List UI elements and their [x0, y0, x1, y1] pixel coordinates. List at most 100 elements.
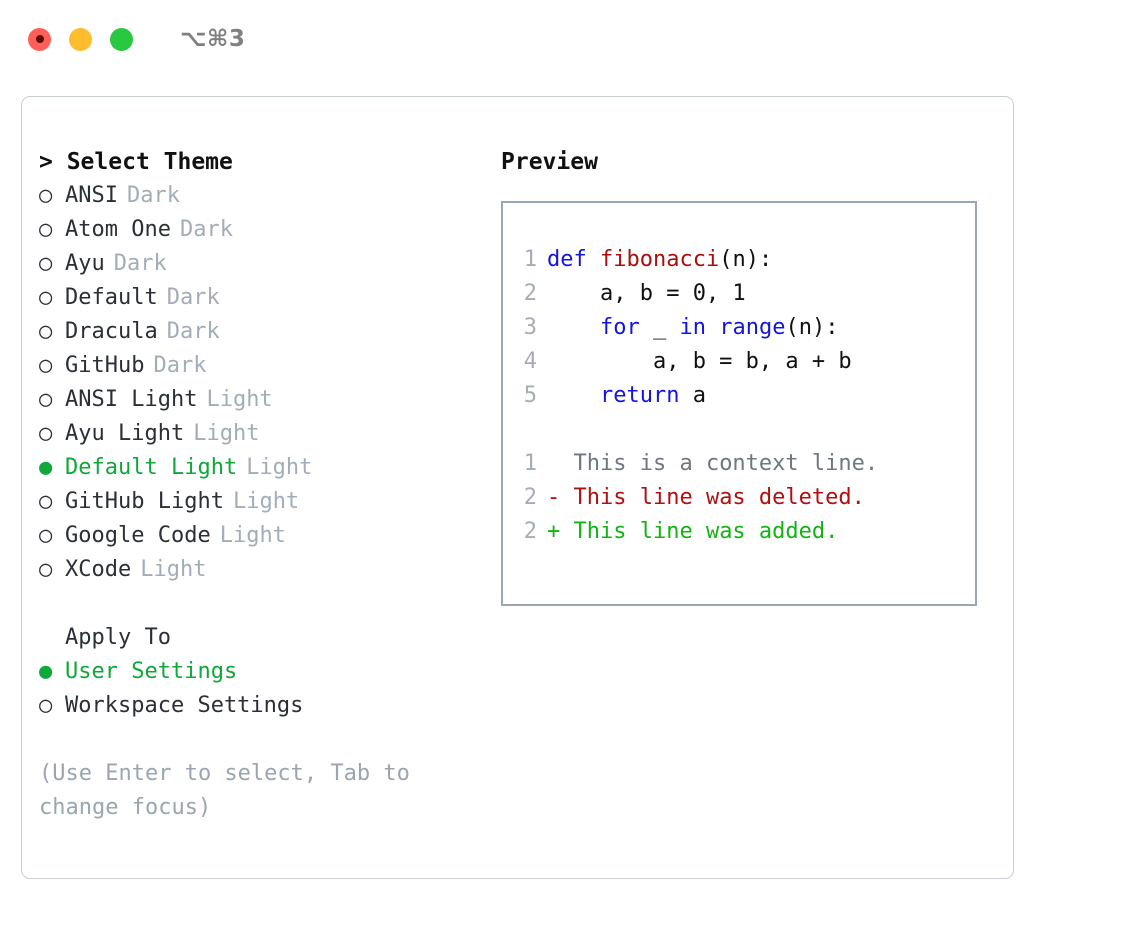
theme-option-label: Ayu Light — [65, 421, 185, 446]
radio-unselected-icon[interactable] — [39, 417, 65, 451]
theme-option-github-dark[interactable]: GitHub Dark — [39, 349, 469, 383]
theme-option-xcode[interactable]: XCode Light — [39, 553, 469, 587]
code-token: in — [679, 315, 706, 340]
radio-unselected-icon[interactable] — [39, 247, 65, 281]
theme-option-ansi-light[interactable]: ANSI Light Light — [39, 383, 469, 417]
theme-list-title: Select Theme — [66, 149, 233, 175]
diff-content: This line was added. — [560, 519, 839, 544]
theme-option-label: Default Light — [65, 455, 238, 480]
apply-to-section-header: Apply To — [39, 621, 469, 655]
preview-panel: 1 def fibonacci(n): 2 a, b = 0, 1 3 for … — [501, 201, 977, 606]
code-token: _ — [639, 315, 680, 340]
code-content: a, b = b, a + b — [547, 345, 852, 379]
code-line: 2 a, b = 0, 1 — [503, 277, 975, 311]
code-token: a — [679, 383, 706, 408]
window-controls — [28, 27, 133, 51]
theme-option-ansi-dark[interactable]: ANSI Dark — [39, 179, 469, 213]
radio-unselected-icon[interactable] — [39, 485, 65, 519]
theme-option-tag: Light — [193, 421, 260, 446]
theme-option-tag: Dark — [166, 319, 220, 344]
theme-option-tag: Light — [232, 489, 300, 514]
preview-column: Preview 1 def fibonacci(n): 2 a, b = 0, … — [501, 145, 991, 606]
radio-unselected-icon[interactable] — [39, 689, 65, 723]
code-content: return a — [547, 379, 706, 413]
close-button[interactable] — [28, 27, 51, 51]
theme-option-ayu-dark[interactable]: Ayu Dark — [39, 247, 469, 281]
radio-unselected-icon[interactable] — [39, 383, 65, 417]
code-token — [547, 315, 600, 340]
theme-option-dracula-dark[interactable]: Dracula Dark — [39, 315, 469, 349]
code-token — [706, 315, 719, 340]
radio-unselected-icon[interactable] — [39, 315, 65, 349]
diff-line-deleted: 2 - This line was deleted. — [503, 481, 975, 515]
code-token: def — [547, 247, 600, 272]
theme-option-label: GitHub — [65, 353, 145, 378]
blank-line — [503, 413, 975, 447]
theme-option-tag: Dark — [179, 217, 233, 242]
code-content: for _ in range(n): — [547, 311, 838, 345]
radio-selected-icon[interactable] — [39, 451, 65, 485]
spacer-icon — [39, 621, 65, 655]
apply-to-title: Apply To — [65, 625, 171, 650]
radio-unselected-icon[interactable] — [39, 349, 65, 383]
section-spacer — [39, 587, 469, 621]
apply-to-option-user-settings[interactable]: User Settings — [39, 655, 469, 689]
theme-option-default-light[interactable]: Default Light Light — [39, 451, 469, 485]
theme-option-tag: Light — [246, 455, 313, 480]
diff-line-context: 1 This is a context line. — [503, 447, 975, 481]
radio-unselected-icon[interactable] — [39, 553, 65, 587]
code-token: a, b = 0, 1 — [547, 281, 746, 306]
theme-option-label: Dracula — [65, 319, 158, 344]
code-line: 4 a, b = b, a + b — [503, 345, 975, 379]
preview-title: Preview — [501, 149, 598, 175]
apply-to-option-label: Workspace Settings — [65, 693, 304, 718]
theme-option-label: GitHub Light — [65, 489, 224, 514]
apply-to-option-workspace-settings[interactable]: Workspace Settings — [39, 689, 469, 723]
line-number: 2 — [523, 281, 537, 306]
theme-option-label: XCode — [65, 557, 132, 582]
theme-option-github-light[interactable]: GitHub Light Light — [39, 485, 469, 519]
theme-option-ayu-light[interactable]: Ayu Light Light — [39, 417, 469, 451]
theme-option-label: Google Code — [65, 523, 211, 548]
code-line: 3 for _ in range(n): — [503, 311, 975, 345]
theme-list-header: > Select Theme — [39, 145, 469, 179]
line-number: 2 — [523, 485, 537, 510]
line-number: 4 — [523, 349, 537, 374]
line-number: 1 — [523, 247, 537, 272]
minimize-button[interactable] — [69, 27, 92, 51]
theme-option-atom-one-dark[interactable]: Atom One Dark — [39, 213, 469, 247]
code-token: a, b = b, a + b — [547, 349, 852, 374]
theme-option-tag: Dark — [113, 251, 167, 276]
radio-selected-icon[interactable] — [39, 655, 65, 689]
radio-unselected-icon[interactable] — [39, 179, 65, 213]
theme-option-tag: Dark — [166, 285, 220, 310]
theme-option-default-dark[interactable]: Default Dark — [39, 281, 469, 315]
code-line: 1 def fibonacci(n): — [503, 243, 975, 277]
code-token — [547, 383, 600, 408]
theme-option-tag: Dark — [153, 353, 207, 378]
code-content: a, b = 0, 1 — [547, 277, 746, 311]
theme-option-google-code[interactable]: Google Code Light — [39, 519, 469, 553]
title-bar: ⌥⌘3 — [0, 0, 1140, 78]
diff-content: This is a context line. — [560, 451, 879, 476]
code-token: for — [599, 315, 640, 340]
radio-unselected-icon[interactable] — [39, 281, 65, 315]
code-content: def fibonacci(n): — [547, 243, 772, 277]
radio-unselected-icon[interactable] — [39, 519, 65, 553]
theme-option-tag: Dark — [126, 183, 180, 208]
code-token: (n): — [785, 315, 839, 340]
theme-option-label: Ayu — [65, 251, 105, 276]
theme-option-label: ANSI — [65, 183, 118, 208]
keyboard-hint-text: (Use Enter to select, Tab to change focu… — [39, 761, 424, 820]
keyboard-shortcut-label: ⌥⌘3 — [180, 25, 246, 52]
theme-option-label: Atom One — [65, 217, 171, 242]
radio-unselected-icon[interactable] — [39, 213, 65, 247]
theme-option-label: ANSI Light — [65, 387, 198, 412]
maximize-button[interactable] — [110, 27, 133, 51]
code-line: 5 return a — [503, 379, 975, 413]
diff-marker: + — [547, 519, 561, 544]
code-token: (n): — [719, 247, 773, 272]
apply-to-option-label: User Settings — [65, 659, 238, 684]
theme-option-label: Default — [65, 285, 158, 310]
